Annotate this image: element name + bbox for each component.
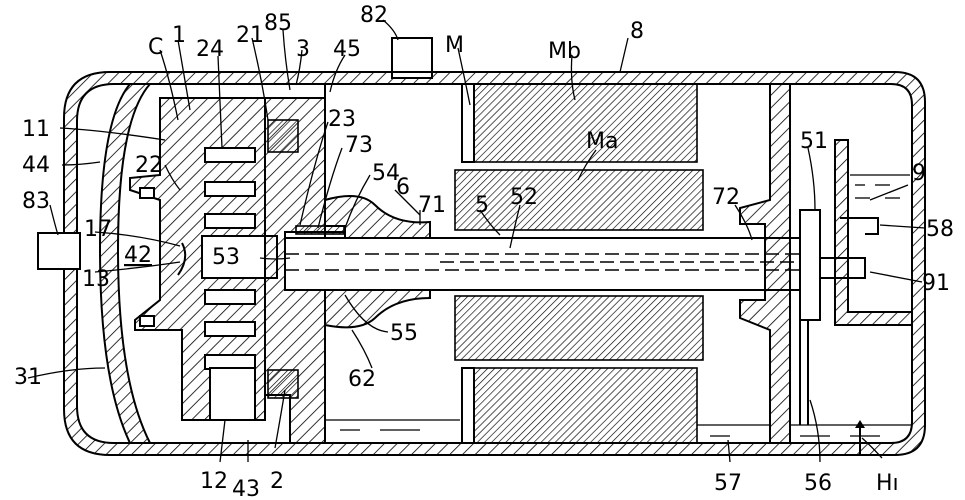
- label-58: 58: [926, 217, 954, 242]
- label-72: 72: [712, 185, 740, 210]
- label-23: 23: [328, 107, 356, 132]
- label-5: 5: [475, 193, 489, 218]
- label-45: 45: [333, 37, 361, 62]
- label-85: 85: [264, 11, 292, 36]
- label-22: 22: [135, 153, 163, 178]
- label-9: 9: [912, 161, 926, 186]
- label-8: 8: [630, 19, 644, 44]
- shaft: [284, 237, 816, 291]
- label-44: 44: [22, 153, 50, 178]
- discharge-pipe: [391, 37, 433, 79]
- label-31: 31: [14, 365, 42, 390]
- end-cover: [98, 83, 153, 444]
- label-C: C: [148, 35, 163, 60]
- label-Mb: Mb: [548, 39, 581, 64]
- label-M: M: [445, 33, 464, 58]
- label-12: 12: [200, 469, 228, 494]
- label-21: 21: [236, 23, 264, 48]
- label-83: 83: [22, 189, 50, 214]
- oil-sump: [325, 419, 912, 455]
- label-11: 11: [22, 117, 50, 142]
- leader-lines: [27, 19, 926, 463]
- motor-stator: [461, 83, 698, 444]
- shell-casing: [63, 71, 926, 456]
- label-1: 1: [172, 23, 186, 48]
- oil-reservoir: [820, 139, 913, 326]
- label-57: 57: [714, 471, 742, 496]
- label-73: 73: [345, 133, 373, 158]
- label-54: 54: [372, 161, 400, 186]
- label-17: 17: [84, 217, 112, 242]
- end-plate: [799, 209, 821, 321]
- label-55: 55: [390, 321, 418, 346]
- label-62: 62: [348, 367, 376, 392]
- suction-pipe: [37, 232, 81, 270]
- label-43: 43: [232, 477, 260, 500]
- label-56: 56: [804, 471, 832, 496]
- label-Ma: Ma: [586, 129, 618, 154]
- label-13: 13: [82, 267, 110, 292]
- label-53: 53: [212, 245, 240, 270]
- label-51: 51: [800, 129, 828, 154]
- label-82: 82: [360, 3, 388, 28]
- label-24: 24: [196, 37, 224, 62]
- labels: 82 8 M Mb C 1 24 21 85 3 45 11 44 23 73 …: [14, 3, 954, 500]
- label-2: 2: [270, 469, 284, 494]
- label-42: 42: [124, 243, 152, 268]
- label-3: 3: [296, 37, 310, 62]
- label-52: 52: [510, 185, 538, 210]
- label-91: 91: [922, 271, 950, 296]
- motor-rotor: [454, 169, 704, 361]
- label-H1: Hı: [876, 471, 899, 496]
- label-71: 71: [418, 193, 446, 218]
- label-6: 6: [396, 175, 410, 200]
